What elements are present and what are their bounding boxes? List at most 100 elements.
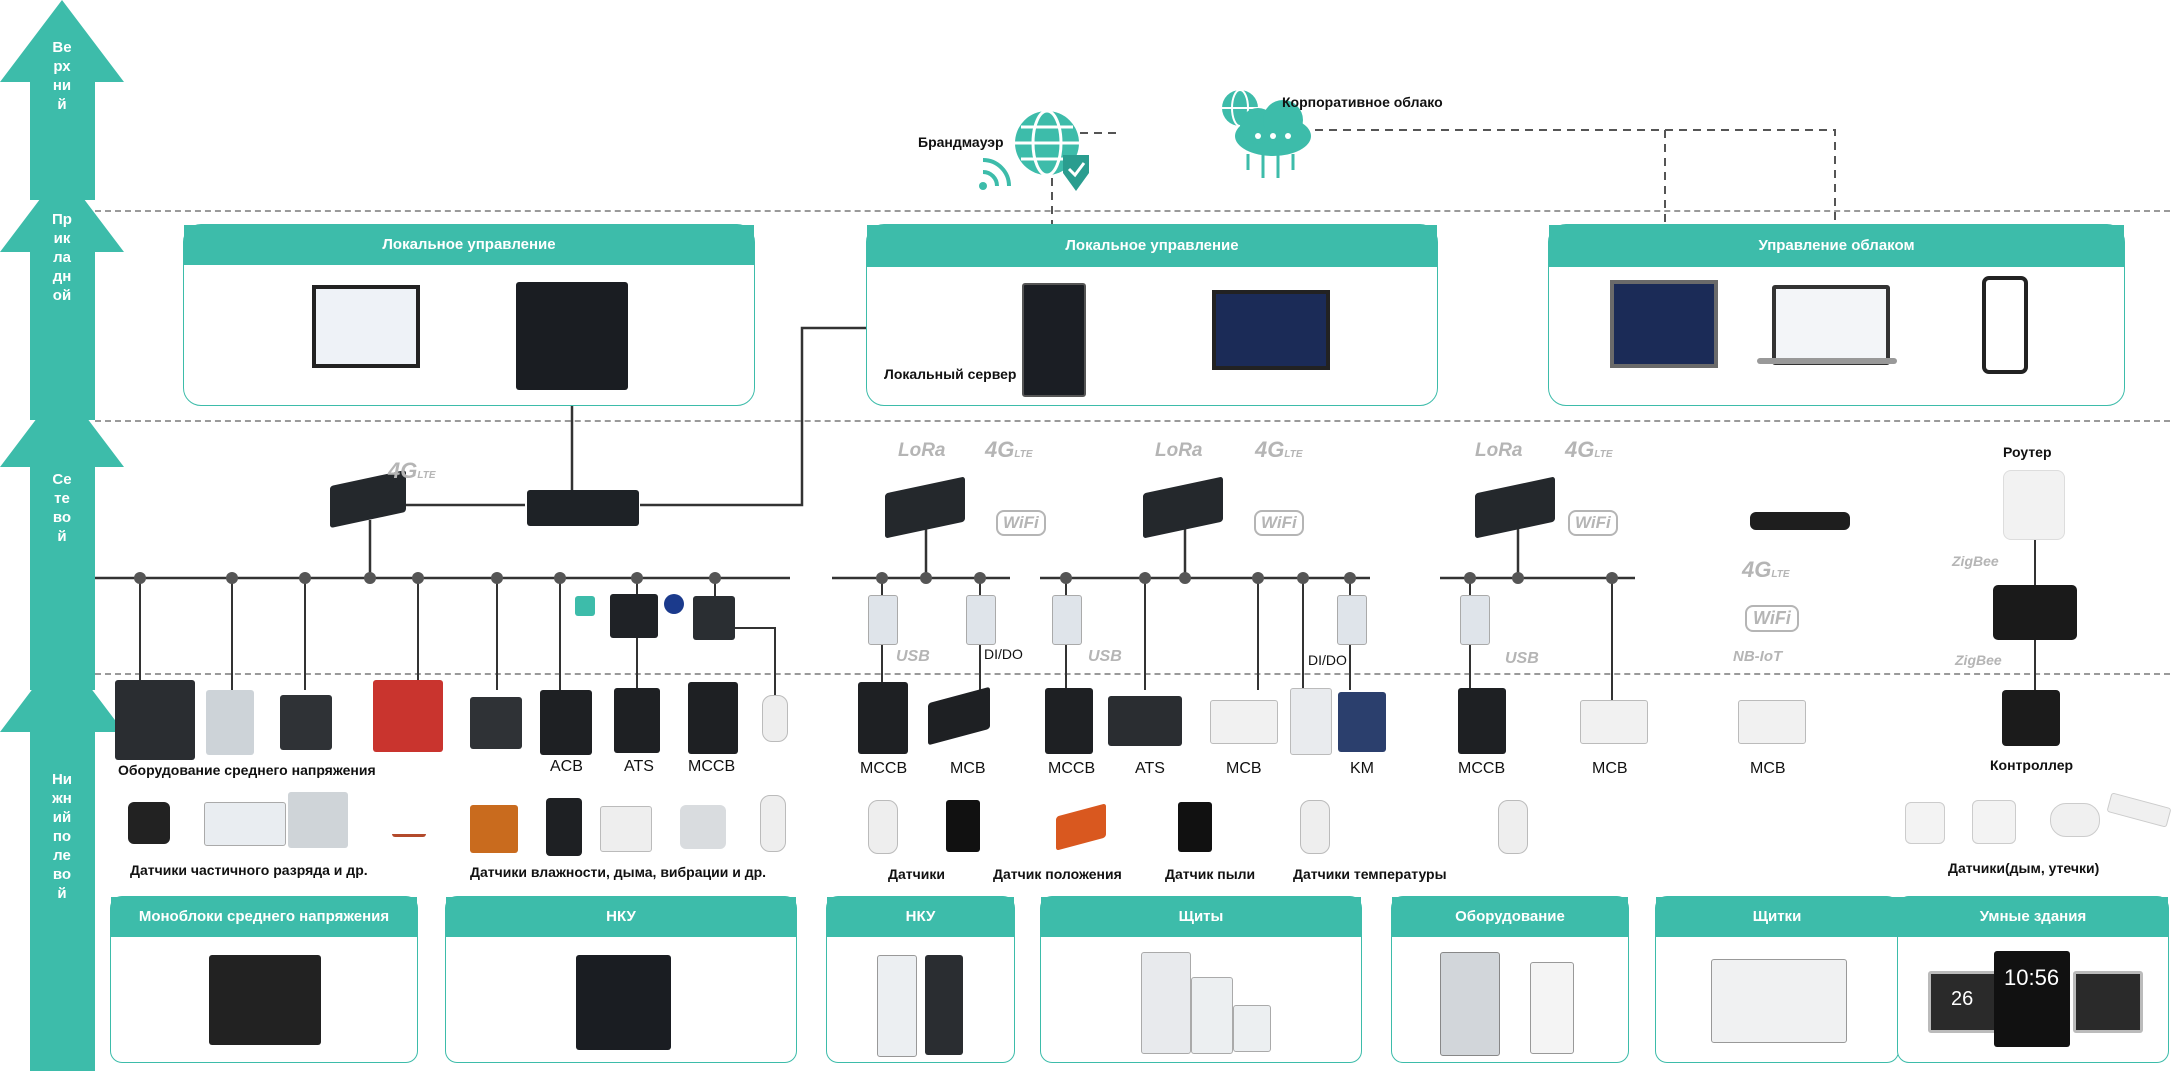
- smartphone[interactable]: [1982, 276, 2028, 374]
- laptop-base: [1757, 358, 1897, 364]
- mv-blocks-box: Моноблоки среднего напряжения: [110, 896, 418, 1063]
- mcb-label-3: MCB: [1592, 760, 1628, 777]
- mccb-device-2: [858, 682, 908, 754]
- firewall-globe-icon: [1015, 109, 1089, 191]
- pd-sensor-box: [288, 792, 348, 848]
- box-title: Щиты: [1041, 897, 1361, 937]
- position-sensor-label: Датчик положения: [993, 866, 1122, 882]
- mv-equipment-label: Оборудование среднего напряжения: [118, 762, 376, 778]
- monitor-screen[interactable]: [312, 285, 420, 368]
- spd-module-1: [868, 595, 898, 645]
- mv-breaker-device: [115, 680, 195, 760]
- humidity-sensor: [470, 805, 518, 853]
- spd-module-2: [966, 595, 996, 645]
- cloud-dashboard-screen[interactable]: [1610, 280, 1718, 368]
- panel-title: Управление облаком: [1549, 225, 2124, 267]
- mv-switchgear-image: [209, 955, 321, 1045]
- nku-cabinet-left: [877, 955, 917, 1057]
- meter-bluetooth-device: [610, 594, 658, 638]
- panels-box: Щитки: [1655, 896, 1899, 1063]
- laptop-screen[interactable]: [1772, 285, 1890, 365]
- mcb-device-3: [1580, 700, 1648, 744]
- spd-module-5: [1460, 595, 1490, 645]
- wireless-signal-icon: [979, 158, 1011, 190]
- lte-label-5: 4GLTE: [1742, 557, 1790, 582]
- smoke-detector: [1905, 802, 1945, 844]
- bluetooth-icon: [664, 594, 684, 614]
- lora-label-2: LoRa: [1155, 440, 1203, 461]
- layer-arrows: [0, 0, 124, 1071]
- controller-module: [1290, 688, 1332, 755]
- nku-cabinet-right: [925, 955, 963, 1055]
- temp-sensor-2: [760, 795, 786, 852]
- partial-discharge-label: Датчики частичного разряда и др.: [130, 862, 368, 878]
- meter-device-2: [470, 697, 522, 749]
- wifi-badge-4: WiFi: [1745, 605, 1799, 632]
- meter-device-1: [280, 695, 332, 750]
- separator-network: [95, 420, 2170, 422]
- shield-medium: [1191, 977, 1233, 1054]
- elevator-image: [1440, 952, 1500, 1056]
- temp-probe: [392, 808, 426, 837]
- ct-sensor: [128, 802, 170, 844]
- corporate-cloud-icon: [1222, 89, 1311, 178]
- wifi-badge-2: WiFi: [1254, 510, 1304, 536]
- km-label: KM: [1350, 760, 1374, 777]
- didou-label-2: DI/DO: [1308, 652, 1347, 668]
- thermostat-left: 26: [1928, 971, 1998, 1033]
- local-server-rack: [1022, 283, 1086, 397]
- ats-label-2: ATS: [1135, 760, 1165, 777]
- panel-title: Локальное управление: [184, 225, 754, 265]
- protection-relay-device: [206, 690, 254, 755]
- separator-field: [95, 673, 2170, 675]
- sensor-device: [868, 800, 898, 854]
- mccb-label-1: MCCB: [688, 758, 736, 775]
- layer-label-application: Прикладной: [52, 211, 72, 304]
- local-management-panel-2: Локальное управление: [866, 224, 1438, 406]
- wireless-sensor-device: [946, 800, 980, 852]
- mccb-device-4: [1458, 688, 1506, 754]
- sensor-puck: [2050, 803, 2100, 837]
- acb-label: ACB: [550, 758, 583, 775]
- clock-time: 10:56: [2004, 965, 2060, 990]
- box-title: НКУ: [827, 897, 1014, 937]
- partial-discharge-monitor: [204, 802, 286, 846]
- shield-tall: [1141, 952, 1191, 1054]
- lte-label-1: 4GLTE: [388, 458, 436, 483]
- box-title: НКУ: [446, 897, 796, 937]
- usb-label-1: USB: [896, 648, 930, 665]
- ats-device-1: [614, 688, 660, 753]
- smoke-leak-sensors-label: Датчики(дым, утечки): [1948, 860, 2100, 876]
- mccb-device-1: [688, 682, 738, 754]
- nku-box-1: НКУ: [445, 896, 797, 1063]
- separator-application: [95, 210, 2170, 212]
- dust-sensor-device: [1178, 802, 1212, 852]
- lora-label-1: LoRa: [898, 440, 946, 461]
- controller-device: [2002, 690, 2060, 746]
- layer-label-field: Нижний полевой: [51, 771, 73, 902]
- power-meter-device: [693, 596, 735, 640]
- dashboard-monitor[interactable]: [1212, 290, 1330, 370]
- local-management-panel-1: Локальное управление: [183, 224, 755, 406]
- ats-label-1: ATS: [624, 758, 654, 775]
- mcb-label-2: MCB: [1226, 760, 1262, 777]
- vibration-sensor: [600, 806, 652, 852]
- wireless-router: [1750, 512, 1850, 530]
- acb-device: [540, 690, 592, 755]
- mccb-label-4: MCCB: [1458, 760, 1506, 777]
- local-server-label: Локальный сервер: [884, 366, 1017, 382]
- didou-label-1: DI/DO: [984, 646, 1023, 662]
- arrow-application: [0, 170, 124, 420]
- smart-building-box: Умные здания 26 10:56: [1897, 896, 2169, 1063]
- arrow-network: [0, 385, 124, 690]
- local-controller-cabinet: [516, 282, 628, 390]
- mcb-label-4: MCB: [1750, 760, 1786, 777]
- distribution-panel-image: [1711, 959, 1847, 1043]
- network-switch: [527, 490, 639, 526]
- usb-label-3: USB: [1505, 650, 1539, 667]
- panel-title: Локальное управление: [867, 225, 1437, 267]
- km-contactor-device: [1338, 692, 1386, 752]
- equipment-box: Оборудование: [1391, 896, 1629, 1063]
- temp-sensor-4: [1498, 800, 1528, 854]
- spd-module-4: [1337, 595, 1367, 645]
